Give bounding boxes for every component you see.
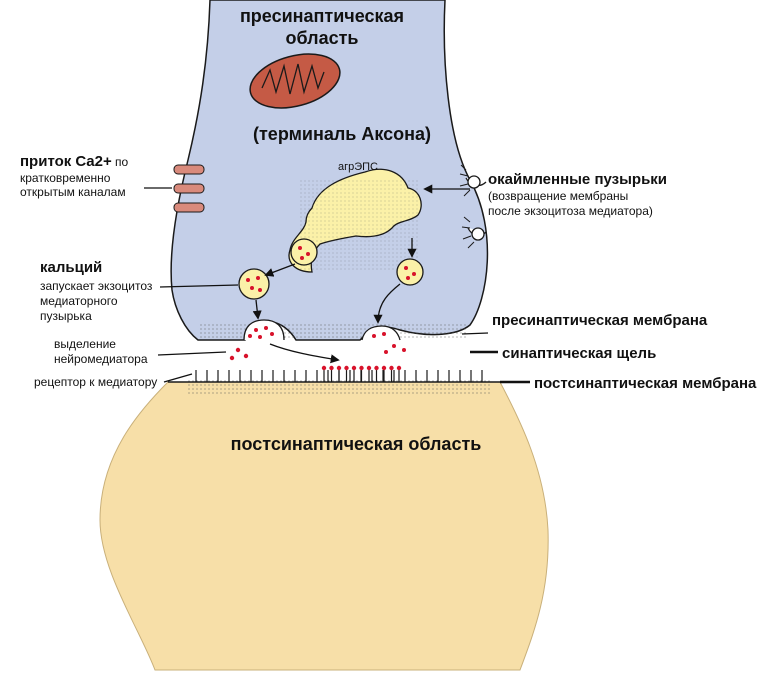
label-calcium-note3: пузырька: [40, 309, 92, 323]
calcium-channels: [173, 164, 205, 213]
coat-spikes: [459, 164, 475, 249]
label-synaptic-cleft: синаптическая щель: [502, 345, 656, 362]
axon-terminal: [170, 0, 489, 341]
label-ser: агрЭПС: [338, 161, 378, 173]
bound-mediator-dot: [359, 365, 364, 371]
bound-mediator-dot: [396, 365, 402, 371]
vesicle-right: [396, 258, 424, 286]
bound-mediator-dot: [329, 365, 334, 371]
bound-mediator-dot: [336, 365, 342, 371]
postsynaptic-region: [99, 381, 549, 671]
label-receptor: рецептор к медиатору: [34, 375, 157, 389]
label-coated-vesicles: окаймленные пузырьки: [488, 171, 667, 188]
label-calcium-note2: медиаторного: [40, 294, 118, 308]
bound-mediator-dot: [344, 365, 349, 371]
bound-mediator-dot: [366, 365, 372, 371]
coated-vesicles: [465, 175, 487, 241]
bound-mediator-dot: [321, 365, 327, 371]
bound-mediator-dot: [389, 365, 394, 371]
released-mediator: [229, 344, 406, 361]
postsynaptic-density: [186, 380, 492, 396]
label-axon-terminal: (терминаль Аксона): [253, 124, 431, 144]
label-ca-influx-bold: приток Ca2+: [20, 153, 112, 170]
presynaptic-density: [200, 324, 466, 338]
label-release-1: выделение: [54, 337, 116, 351]
label-postsynaptic-region: постсинаптическая область: [231, 434, 482, 454]
label-postsynaptic-membrane: постсинаптическая мембрана: [534, 375, 757, 392]
label-presynaptic-region-2: область: [285, 28, 358, 48]
label-calcium: кальций: [40, 259, 102, 276]
exocytosis-left: [243, 319, 285, 341]
label-release-2: нейромедиатора: [54, 352, 148, 366]
receptors: [195, 370, 483, 382]
vesicle-mid: [238, 268, 270, 300]
label-presynaptic-membrane: пресинаптическая мембрана: [492, 312, 708, 329]
label-calcium-note1: запускает экзоцитоз: [40, 279, 153, 293]
arrows: [252, 184, 470, 364]
vesicle-left: [290, 238, 318, 266]
label-coated-vesicles-note2: после экзоцитоза медиатора): [488, 204, 653, 218]
label-coated-vesicles-note1: (возвращение мембраны: [488, 189, 628, 203]
label-ca-influx-3: открытым каналам: [20, 185, 126, 199]
bound-mediator-dot: [351, 365, 357, 371]
label-ca-influx-2: кратковременно: [20, 171, 111, 185]
label-presynaptic-region-1: пресинаптическая: [240, 6, 404, 26]
label-ca-influx-tail: по: [112, 155, 129, 169]
exocytosis-right: [361, 325, 401, 341]
bound-mediator-dot: [381, 365, 387, 371]
mitochondrion: [249, 53, 341, 109]
label-ca-influx: приток Ca2+ по: [20, 153, 129, 170]
bound-mediator-dot: [374, 365, 379, 371]
leader-lines: [144, 187, 530, 384]
bound-mediator: [321, 365, 402, 371]
